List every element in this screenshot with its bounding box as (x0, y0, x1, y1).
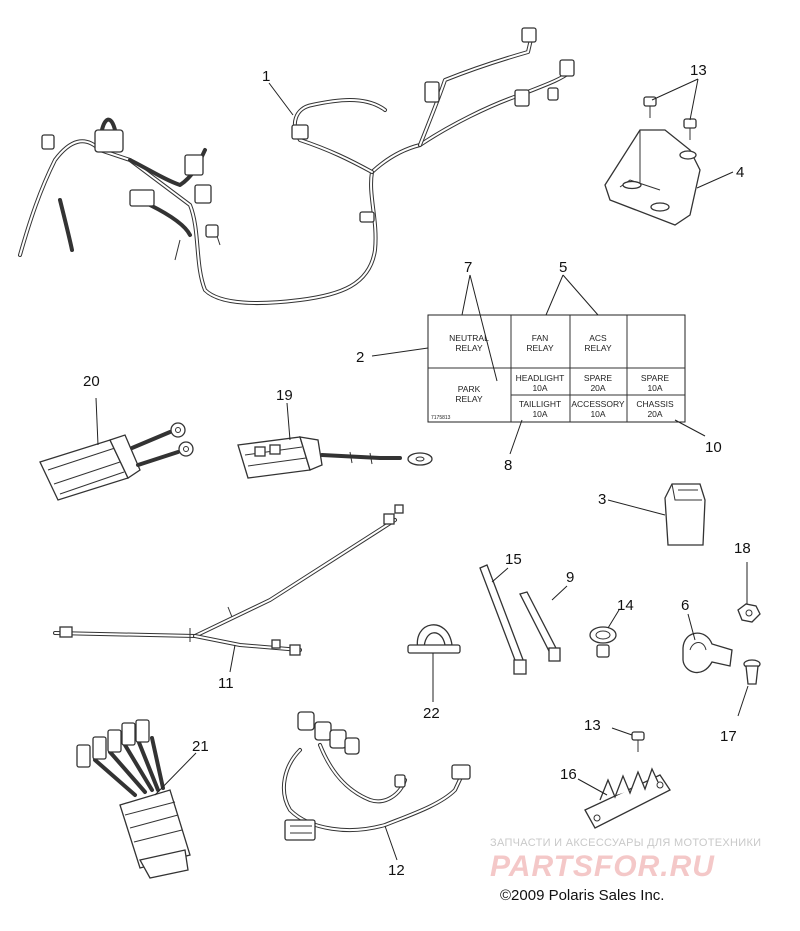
neutral-relay-line2: RELAY (455, 343, 483, 353)
callout-20: 20 (83, 373, 100, 390)
watermark-brand: PARTSFOR.RU (490, 850, 715, 883)
callout-8: 8 (504, 457, 512, 474)
callout-2: 2 (356, 349, 364, 366)
clip-cover (664, 483, 706, 546)
connector-harness (281, 711, 471, 841)
spare-20a-line2: 20A (590, 383, 605, 393)
callout-numbers: 1 2 3 4 5 6 7 8 9 10 11 12 13 13 14 15 1… (83, 62, 751, 879)
fan-relay-line1: FAN (532, 333, 549, 343)
accessory-fuse-line2: 10A (590, 409, 605, 419)
spare-20a-line1: SPARE (584, 373, 613, 383)
hose-clamp (589, 626, 617, 658)
callout-16: 16 (560, 766, 577, 783)
callout-18: 18 (734, 540, 751, 557)
flange-nut (737, 603, 761, 623)
callout-21: 21 (192, 738, 209, 755)
callout-13-top: 13 (690, 62, 707, 79)
grommet-clip (407, 624, 461, 654)
callout-17: 17 (720, 728, 737, 745)
neutral-relay-line1: NEUTRAL (449, 333, 489, 343)
callout-5: 5 (559, 259, 567, 276)
cable-tie-short (519, 591, 561, 662)
main-wire-harness (18, 27, 575, 305)
watermark-tagline: ЗАПЧАСТИ И АКСЕССУАРЫ ДЛЯ МОТОТЕХНИКИ (490, 837, 761, 849)
callout-22: 22 (423, 705, 440, 722)
connector-pigtail (237, 436, 433, 479)
accessory-fuse-line1: ACCESSORY (571, 399, 625, 409)
taillight-fuse-line2: 10A (532, 409, 547, 419)
push-pin (743, 659, 761, 685)
leader-lines (95, 78, 749, 861)
chassis-fuse-line1: CHASSIS (636, 399, 674, 409)
headlight-fuse-line2: 10A (532, 383, 547, 393)
p-clip (682, 632, 733, 674)
taillight-fuse-line1: TAILLIGHT (519, 399, 561, 409)
spare-10a-line2: 10A (647, 383, 662, 393)
park-relay-line1: PARK (458, 384, 481, 394)
terminal-block (584, 767, 671, 829)
callout-19: 19 (276, 387, 293, 404)
label-part-number: 7175813 (431, 415, 451, 421)
callout-4: 4 (736, 164, 744, 181)
acs-relay-line2: RELAY (584, 343, 612, 353)
spare-10a-line1: SPARE (641, 373, 670, 383)
sub-wire-harness (53, 504, 404, 656)
callout-15: 15 (505, 551, 522, 568)
callout-9: 9 (566, 569, 574, 586)
callout-10: 10 (705, 439, 722, 456)
acs-relay-line1: ACS (589, 333, 607, 343)
park-relay-line2: RELAY (455, 394, 483, 404)
callout-3: 3 (598, 491, 606, 508)
fuse-box-label: NEUTRAL RELAY FAN RELAY ACS RELAY PARK R… (427, 314, 686, 423)
callout-14: 14 (617, 597, 634, 614)
fuse-holder-harness (76, 719, 191, 879)
callout-1: 1 (262, 68, 270, 85)
mounting-bracket (604, 129, 701, 226)
ring-terminal-connector (39, 422, 194, 501)
callout-6: 6 (681, 597, 689, 614)
callout-7: 7 (464, 259, 472, 276)
chassis-fuse-line2: 20A (647, 409, 662, 419)
callout-11: 11 (218, 675, 234, 692)
cable-tie-long (479, 564, 527, 675)
copyright-notice: ©2009 Polaris Sales Inc. (500, 887, 664, 904)
callout-13-bottom: 13 (584, 717, 601, 734)
fan-relay-line2: RELAY (526, 343, 554, 353)
headlight-fuse-line1: HEADLIGHT (516, 373, 565, 383)
screw-single (631, 731, 645, 752)
callout-12: 12 (388, 862, 405, 879)
